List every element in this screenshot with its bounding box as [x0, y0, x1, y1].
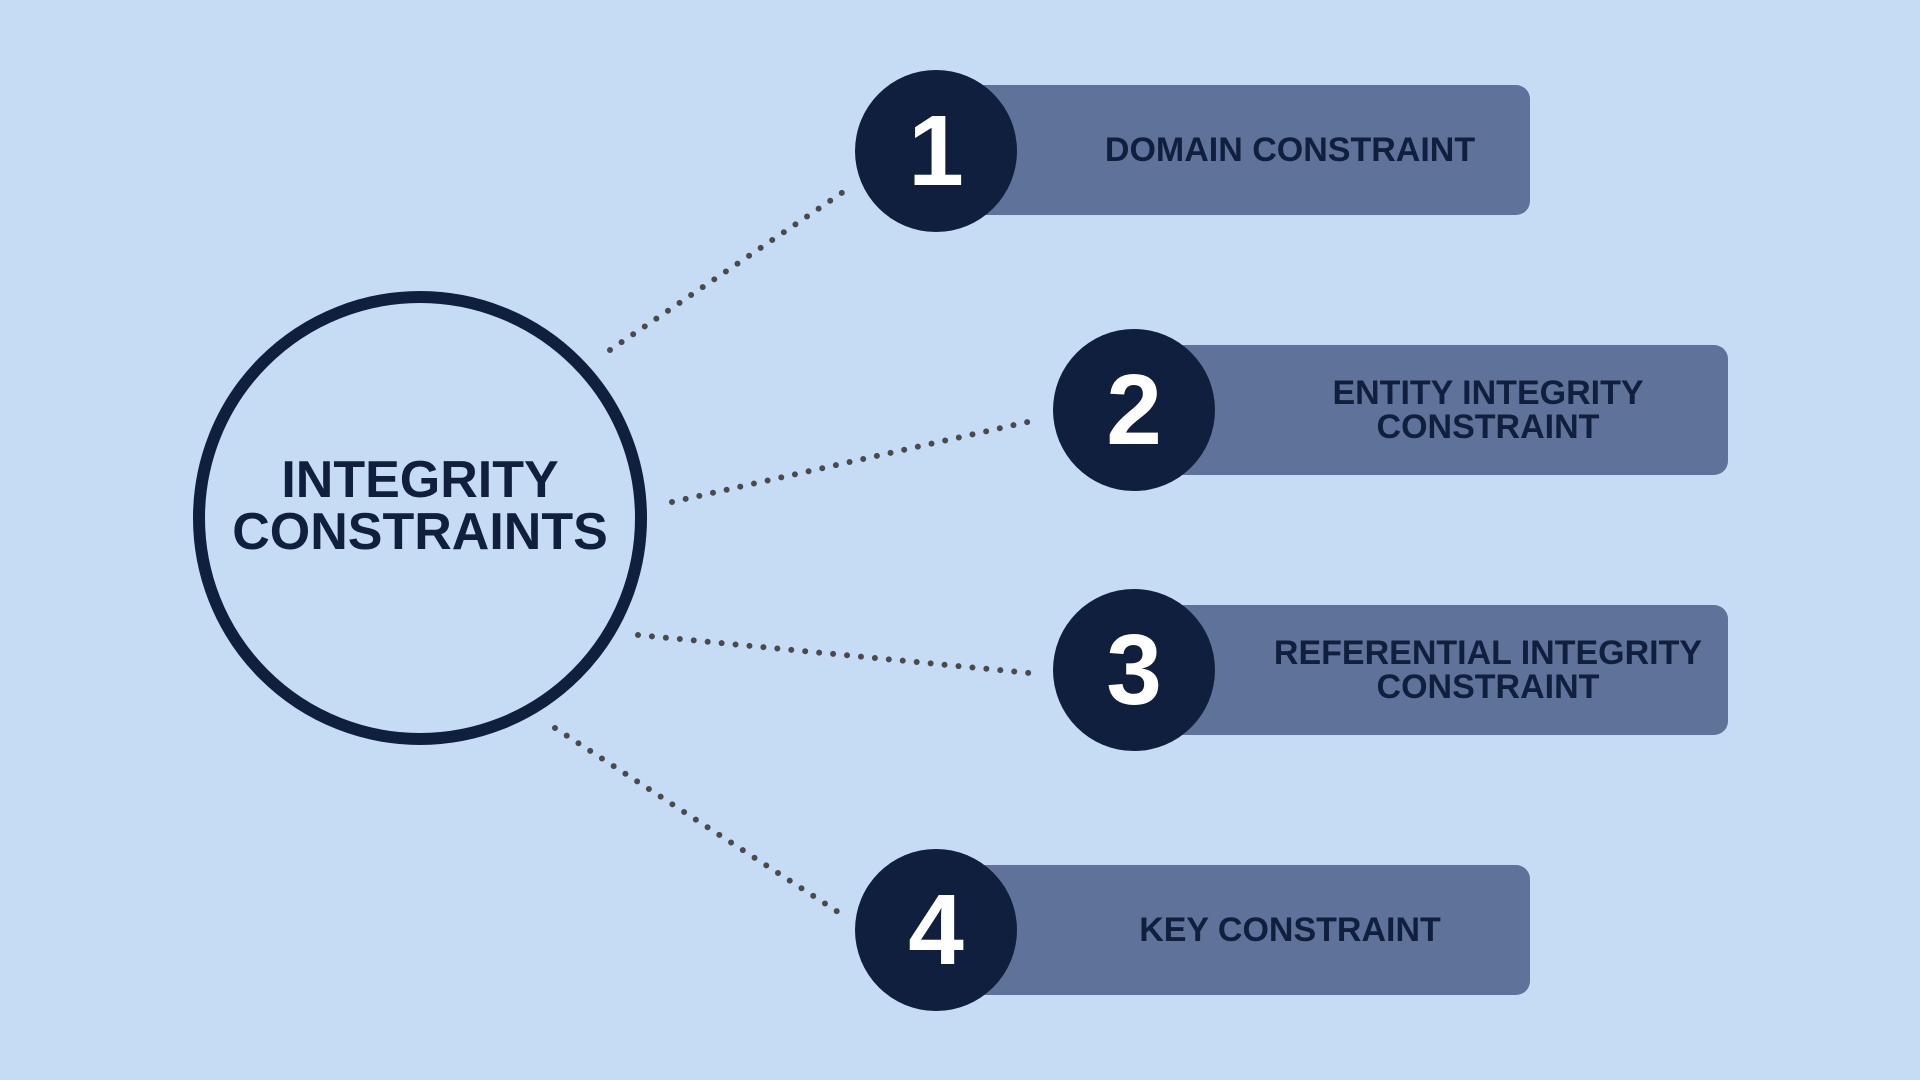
number-badge-3: 3 — [1053, 589, 1215, 751]
constraint-label-3-line2: CONSTRAINT — [1376, 668, 1600, 706]
badge-number-1: 1 — [908, 95, 964, 207]
constraint-label-2-line2: CONSTRAINT — [1376, 408, 1600, 446]
badge-number-3: 3 — [1106, 614, 1162, 726]
constraint-label-3: REFERENTIAL INTEGRITY CONSTRAINT — [1274, 636, 1702, 704]
constraint-label-1: DOMAIN CONSTRAINT — [1105, 133, 1475, 167]
number-badge-1: 1 — [855, 70, 1017, 232]
constraint-label-4: KEY CONSTRAINT — [1139, 913, 1441, 947]
connector-1 — [607, 183, 855, 353]
constraint-label-4-line1: KEY CONSTRAINT — [1139, 911, 1441, 949]
hub-circle: INTEGRITY CONSTRAINTS — [193, 291, 647, 745]
constraint-bar-2: ENTITY INTEGRITY CONSTRAINT — [1168, 345, 1728, 475]
number-badge-2: 2 — [1053, 329, 1215, 491]
badge-number-4: 4 — [908, 874, 964, 986]
hub-title-line2: CONSTRAINTS — [232, 503, 608, 561]
constraint-bar-1: DOMAIN CONSTRAINT — [970, 85, 1530, 215]
connector-4 — [552, 725, 841, 915]
badge-number-2: 2 — [1106, 354, 1162, 466]
constraint-label-3-line1: REFERENTIAL INTEGRITY — [1273, 634, 1703, 672]
constraint-label-2-line1: ENTITY INTEGRITY — [1332, 374, 1644, 412]
number-badge-4: 4 — [855, 849, 1017, 1011]
hub-title-line1: INTEGRITY — [281, 451, 559, 509]
hub-title: INTEGRITY CONSTRAINTS — [220, 454, 620, 558]
connector-2 — [669, 418, 1035, 505]
constraint-bar-4: KEY CONSTRAINT — [970, 865, 1530, 995]
constraint-bar-3: REFERENTIAL INTEGRITY CONSTRAINT — [1168, 605, 1728, 735]
constraint-label-1-line1: DOMAIN CONSTRAINT — [1104, 131, 1476, 169]
constraint-label-2: ENTITY INTEGRITY CONSTRAINT — [1332, 376, 1643, 444]
connector-3 — [635, 632, 1043, 677]
